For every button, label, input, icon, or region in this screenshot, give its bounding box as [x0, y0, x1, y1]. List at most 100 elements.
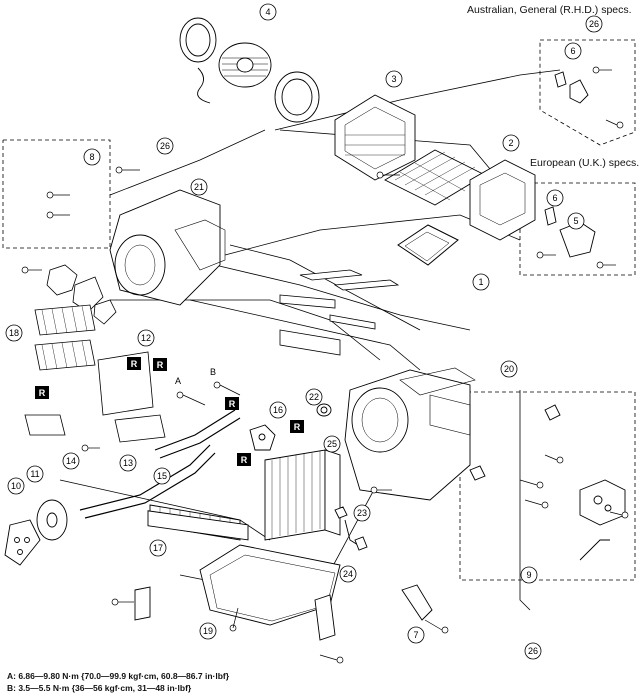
callout-8: 8 [83, 148, 101, 166]
screw [596, 261, 616, 269]
grommets [4, 499, 68, 566]
callout-number: 24 [343, 569, 353, 579]
callout-number: 26 [528, 646, 538, 656]
callout-number: 6 [552, 193, 557, 203]
callout-6: 6 [546, 189, 564, 207]
r-badge-letter: R [241, 455, 248, 465]
callout-number: 14 [66, 456, 76, 466]
callout-number: 1 [478, 277, 483, 287]
callout-11: 11 [26, 465, 44, 483]
callout-number: 17 [153, 543, 163, 553]
leader-lines [59, 479, 271, 541]
callout-14: 14 [62, 452, 80, 470]
intake-housing [469, 159, 536, 241]
callout-number: 5 [573, 216, 578, 226]
screw [424, 619, 449, 634]
screw [21, 266, 42, 274]
aus-spec-box [539, 39, 636, 146]
screw [536, 251, 556, 259]
eu-spec-box [519, 182, 636, 276]
callout-9: 9 [520, 566, 538, 584]
screw [524, 499, 549, 509]
torque-spec-a: A: 6.86—9.80 N·m {70.0—99.9 kgf·cm, 60.8… [7, 671, 230, 681]
callout-22: 22 [305, 388, 323, 406]
screw [376, 171, 400, 179]
callout-25: 25 [323, 435, 341, 453]
callout-number: 26 [160, 141, 170, 151]
callout-number: 6 [570, 46, 575, 56]
evaporator [264, 449, 341, 541]
eu-spec-label: European (U.K.) specs. [530, 157, 640, 169]
r-badge: R [35, 386, 49, 399]
callout-number: 18 [9, 328, 19, 338]
screw [46, 211, 70, 219]
callout-17: 17 [149, 539, 167, 557]
callout-number: 9 [526, 570, 531, 580]
left-case [109, 189, 226, 306]
screw [115, 166, 140, 174]
r-badge: R [290, 420, 304, 433]
callout-1: 1 [472, 273, 490, 291]
callout-number: 15 [157, 471, 167, 481]
callout-24: 24 [339, 565, 357, 583]
r-badge: R [153, 358, 167, 371]
mode-actuator [469, 404, 626, 561]
callout-number: 11 [30, 469, 39, 479]
screw [544, 454, 564, 464]
expansion-valve [249, 424, 276, 451]
link-levers [46, 264, 117, 325]
bolt-letter-b: B [210, 367, 216, 377]
leader-lines [274, 69, 561, 131]
screw [81, 444, 100, 452]
r-badge-letter: R [39, 388, 46, 398]
callout-number: 8 [89, 152, 94, 162]
callout-4: 4 [259, 3, 277, 21]
callout-number: 2 [508, 138, 513, 148]
duct [397, 224, 459, 266]
screw [46, 191, 70, 199]
torque-spec-b: B: 3.5—5.5 N·m {36—56 kgf·cm, 31—48 in·l… [7, 683, 192, 693]
screw [519, 479, 544, 489]
callout-number: 23 [357, 508, 367, 518]
screw [319, 654, 344, 664]
callout-3: 3 [385, 70, 403, 88]
lower-case [134, 544, 341, 641]
drain-clip [316, 403, 332, 417]
callout-number: 26 [589, 19, 599, 29]
blower-motor [179, 17, 320, 123]
leader-lines [229, 244, 421, 331]
callout-number: 20 [504, 364, 514, 374]
screws [21, 66, 629, 664]
callout-7: 7 [407, 626, 425, 644]
air-filters [34, 304, 96, 371]
leader-lines [519, 390, 531, 611]
callout-6: 6 [564, 42, 582, 60]
callout-number: 4 [265, 7, 270, 17]
r-badge: R [127, 357, 141, 370]
screw [592, 66, 612, 74]
callout-number: 7 [413, 630, 418, 640]
callout-number: 21 [194, 182, 204, 192]
screw [370, 486, 392, 494]
heater-core [147, 504, 249, 541]
screw [213, 381, 241, 396]
callout-26: 26 [585, 15, 603, 33]
callout-2: 2 [502, 134, 520, 152]
r-badge-letter: R [294, 422, 301, 432]
callout-number: 16 [273, 405, 283, 415]
screw [111, 598, 134, 606]
callout-26: 26 [156, 137, 174, 155]
callout-number: 19 [203, 626, 213, 636]
callout-number: 10 [11, 481, 21, 491]
callout-number: 22 [309, 392, 319, 402]
bracket [401, 584, 433, 621]
temperature-sensor [334, 506, 368, 551]
callout-15: 15 [153, 467, 171, 485]
bolt-letter-a: A [175, 376, 181, 386]
spec-actuators [544, 71, 596, 258]
leader-lines [214, 264, 471, 331]
callout-12: 12 [137, 329, 155, 347]
aus-spec-label: Australian, General (R.H.D.) specs. [467, 4, 632, 16]
callout-16: 16 [269, 401, 287, 419]
right-case [344, 367, 476, 501]
